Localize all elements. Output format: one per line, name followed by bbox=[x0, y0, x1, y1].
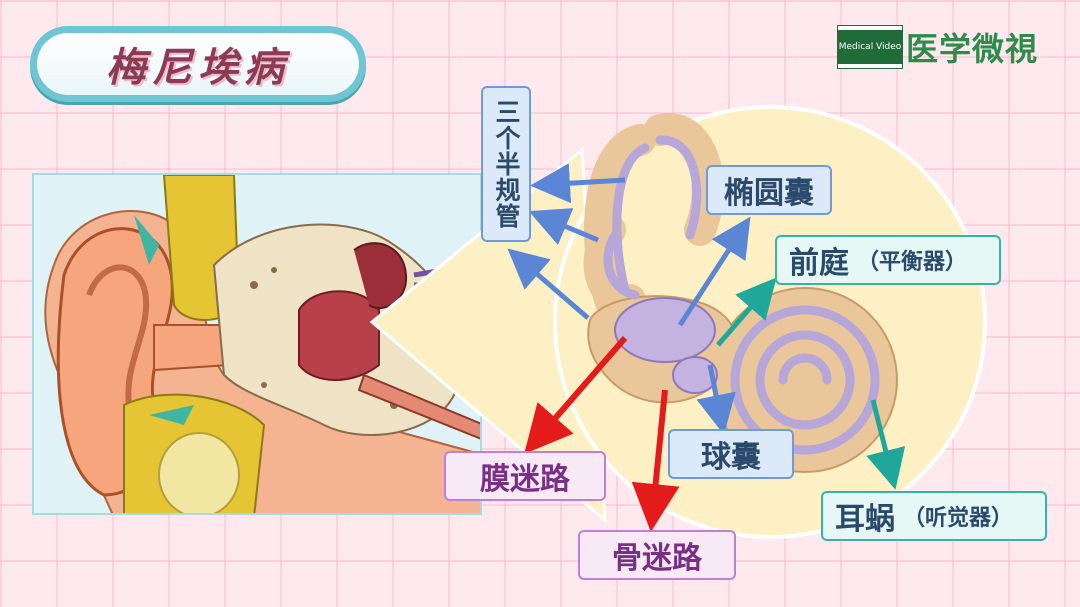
logo-text: 医学微視 bbox=[906, 30, 1039, 68]
label-membranous-labyrinth: 膜迷路 bbox=[444, 451, 606, 501]
arrow-saccule bbox=[696, 364, 736, 435]
page-title: 梅尼埃病 bbox=[106, 45, 290, 91]
label-saccule: 球囊 bbox=[668, 429, 794, 479]
arrow-cochlea bbox=[866, 399, 906, 490]
arrow-utricle bbox=[677, 216, 751, 327]
utricle-shape bbox=[614, 297, 716, 363]
saccule-shape bbox=[672, 356, 718, 394]
title-badge: 梅尼埃病 bbox=[30, 26, 366, 102]
arrow-bony bbox=[631, 389, 680, 532]
cochlea-note: （听觉器） bbox=[903, 506, 1014, 531]
vestibule-text: 前庭 bbox=[789, 246, 849, 281]
title-inner: 梅尼埃病 bbox=[37, 33, 359, 95]
ear-cross-section-panel bbox=[32, 173, 482, 515]
arrow-semicircular-2 bbox=[528, 208, 599, 245]
arrow-semicircular-1 bbox=[530, 163, 626, 204]
label-semicircular-canals: 三个半规管 bbox=[481, 86, 531, 242]
cochlea-text: 耳蜗 bbox=[835, 502, 895, 537]
brand-logo: Medical Video 医学微視 bbox=[838, 24, 1038, 70]
vestibule-note: （平衡器） bbox=[857, 250, 968, 275]
ear-illustration bbox=[34, 175, 480, 513]
logo-box: Medical Video bbox=[838, 26, 902, 68]
label-utricle: 椭圆囊 bbox=[706, 165, 832, 215]
label-bony-labyrinth: 骨迷路 bbox=[578, 530, 736, 580]
arrow-vestibule bbox=[716, 277, 777, 347]
arrow-semicircular-3 bbox=[507, 248, 590, 320]
label-cochlea: 耳蜗 （听觉器） bbox=[821, 491, 1047, 541]
arrow-membranous bbox=[524, 336, 628, 455]
label-vestibule: 前庭 （平衡器） bbox=[775, 235, 1001, 285]
